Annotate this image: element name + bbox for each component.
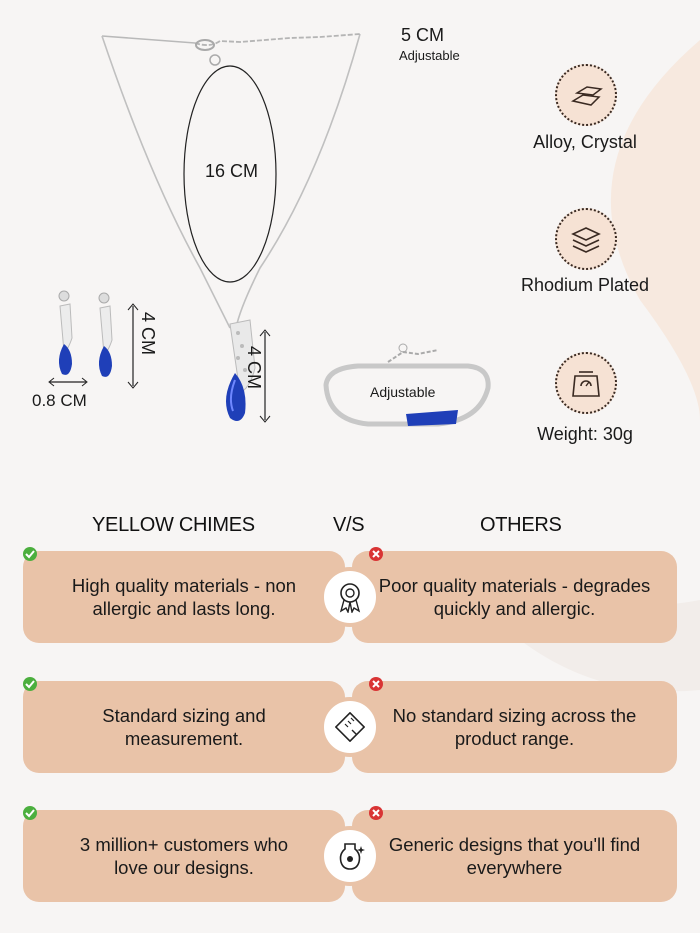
check-icon bbox=[23, 806, 37, 820]
comparison-row-1-ours: High quality materials - non allergic an… bbox=[23, 551, 345, 643]
check-icon bbox=[23, 677, 37, 691]
necklace-length-label: 16 CM bbox=[205, 161, 259, 181]
feature-material bbox=[555, 64, 617, 126]
comparison-row-2-theirs: No standard sizing across the product ra… bbox=[352, 681, 677, 773]
necklace-illustration bbox=[101, 33, 361, 422]
row-2-theirs-text: No standard sizing across the product ra… bbox=[392, 705, 637, 749]
length-loop bbox=[183, 65, 277, 283]
earring-height-arrow bbox=[127, 303, 139, 389]
check-icon bbox=[23, 547, 37, 561]
cross-icon bbox=[369, 547, 383, 561]
chain-extension-label: 5 CM bbox=[401, 25, 445, 45]
layers-icon bbox=[571, 227, 601, 253]
comparison-row-2-ours: Standard sizing and measurement. bbox=[23, 681, 345, 773]
heading-others: OTHERS bbox=[480, 514, 562, 536]
comparison-row-1-theirs: Poor quality materials - degrades quickl… bbox=[352, 551, 677, 643]
feature-material-label: Alloy, Crystal bbox=[533, 132, 637, 152]
comparison-row-3-ours: 3 million+ customers who love our design… bbox=[23, 810, 345, 902]
feature-plating bbox=[555, 208, 617, 270]
row-1-icon-circle bbox=[320, 567, 380, 627]
chain-extension-note: Adjustable bbox=[399, 48, 460, 63]
row-2-ours-text: Standard sizing and measurement. bbox=[102, 705, 266, 749]
feature-plating-label: Rhodium Plated bbox=[520, 275, 650, 295]
earring-width-label: 0.8 CM bbox=[32, 391, 87, 410]
bracelet-adjustable-label: Adjustable bbox=[370, 384, 436, 400]
design-vase-icon bbox=[339, 843, 365, 870]
earrings-illustration bbox=[58, 290, 113, 377]
row-1-theirs-text: Poor quality materials - degrades quickl… bbox=[378, 575, 651, 619]
cross-icon bbox=[369, 677, 383, 691]
earring-height-label: 4 CM bbox=[138, 312, 158, 356]
earring-width-arrow bbox=[48, 377, 88, 387]
heading-yellow-chimes: YELLOW CHIMES bbox=[92, 514, 255, 536]
pendant-height-label: 4 CM bbox=[244, 346, 264, 390]
feature-weight bbox=[555, 352, 617, 414]
weighing-scale-icon bbox=[572, 371, 600, 397]
ruler-icon bbox=[335, 712, 365, 742]
bracelet-illustration bbox=[323, 343, 491, 427]
heading-vs: V/S bbox=[333, 514, 365, 536]
row-3-ours-text: 3 million+ customers who love our design… bbox=[79, 834, 289, 878]
comparison-row-3-theirs: Generic designs that you'll find everywh… bbox=[352, 810, 677, 902]
alloy-bars-icon bbox=[571, 86, 603, 106]
row-1-ours-text: High quality materials - non allergic an… bbox=[71, 575, 297, 619]
feature-weight-label: Weight: 30g bbox=[537, 424, 633, 444]
row-2-icon-circle bbox=[320, 697, 380, 757]
quality-badge-icon bbox=[339, 583, 361, 613]
row-3-theirs-text: Generic designs that you'll find everywh… bbox=[388, 834, 641, 878]
row-3-icon-circle bbox=[320, 826, 380, 886]
cross-icon bbox=[369, 806, 383, 820]
pendant-height-arrow bbox=[259, 329, 271, 423]
